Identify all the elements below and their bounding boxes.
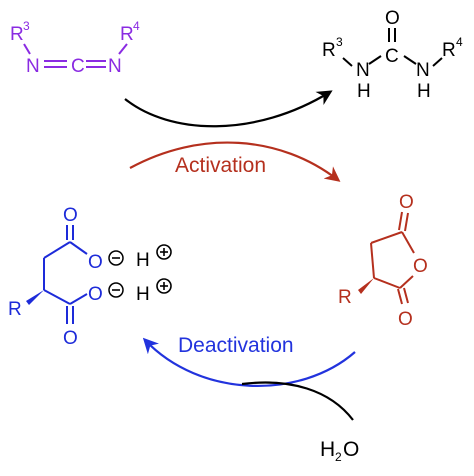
urea-r-left: R [322, 40, 336, 61]
consumption-arrow [124, 90, 333, 128]
anhydride-o-bottom: O [398, 309, 413, 330]
carbodiimide-molecule: R 3 R 4 N C N [10, 19, 140, 77]
deactivation-label: Deactivation [178, 334, 294, 357]
carbodiimide-n-right: N [108, 56, 122, 77]
anhydride-ring-2 [370, 242, 375, 279]
plus-charge-icon [156, 278, 172, 294]
activation-arrow [129, 141, 341, 182]
diacid-o-bottom: O [63, 328, 78, 349]
urea-o: O [385, 8, 400, 29]
water-o: O [343, 438, 359, 461]
anhydride-molecule: O O O R [338, 192, 428, 330]
bond-r3-n [23, 43, 31, 55]
anhydride-wedge [358, 278, 374, 294]
water-h: H [320, 438, 335, 461]
carbodiimide-r-right: R [120, 24, 134, 45]
anhydride-co-top-1 [398, 211, 403, 231]
diacid-molecule: O O R O O [8, 205, 103, 349]
urea-nr-right [432, 57, 443, 67]
minus-charge-icon [108, 250, 124, 266]
carbodiimide-c: C [71, 56, 85, 77]
urea-r-left-sup: 3 [336, 35, 343, 49]
anhydride-ring-4 [401, 231, 415, 254]
anhydride-o-ring: O [413, 256, 428, 277]
water-label: H 2 O [320, 438, 359, 464]
urea-c: C [385, 46, 399, 67]
diacid-co-single-top [69, 241, 88, 255]
diacid-o-top: O [63, 205, 78, 226]
urea-r-right-sup: 4 [456, 35, 463, 49]
anhydride-ring-5 [399, 275, 414, 289]
plus-charge-icon [156, 244, 172, 260]
bond-r4-n [118, 43, 128, 55]
anhydride-ring-1 [370, 231, 403, 244]
deactivation-arrow [142, 337, 356, 387]
water-sub: 2 [335, 450, 342, 464]
protons: H H [136, 244, 172, 305]
activation-label: Activation [175, 154, 266, 177]
urea-n-right: N [416, 60, 430, 81]
proton-h-bottom: H [136, 284, 150, 305]
urea-h-right: H [417, 81, 431, 102]
urea-cn-right [403, 55, 417, 65]
carbodiimide-r-right-sup: 4 [133, 19, 140, 33]
anhydride-co-bottom-2 [403, 287, 409, 304]
diacid-wedge [26, 290, 44, 305]
diacid-o-top-single: O [88, 252, 103, 273]
water-feed-curve [241, 381, 354, 421]
carbodiimide-r-left: R [10, 24, 24, 45]
carbodiimide-r-left-sup: 3 [23, 19, 30, 33]
urea-h-left: H [357, 81, 371, 102]
diacid-r: R [8, 299, 22, 320]
urea-cn-left [368, 55, 382, 65]
diacid-chain-3 [43, 289, 71, 305]
anhydride-o-top: O [399, 192, 414, 213]
diacid-co-single-bottom [69, 293, 88, 305]
urea-nr-left [342, 57, 353, 67]
minus-charge-icon [108, 282, 124, 298]
diacid-o-bottom-single: O [88, 284, 103, 305]
anhydride-co-top-2 [404, 212, 409, 232]
diacid-chain-1 [43, 241, 71, 259]
urea-r-right: R [442, 40, 456, 61]
urea-n-left: N [356, 60, 370, 81]
anhydride-r: R [338, 287, 352, 308]
carbodiimide-n-left: N [26, 56, 40, 77]
carboxylate-charges [108, 250, 124, 298]
anhydride-ring-3 [373, 277, 401, 289]
urea-molecule: O C N H N H R 3 R 4 [322, 8, 463, 102]
anhydride-co-bottom-1 [397, 288, 403, 305]
proton-h-top: H [136, 250, 150, 271]
